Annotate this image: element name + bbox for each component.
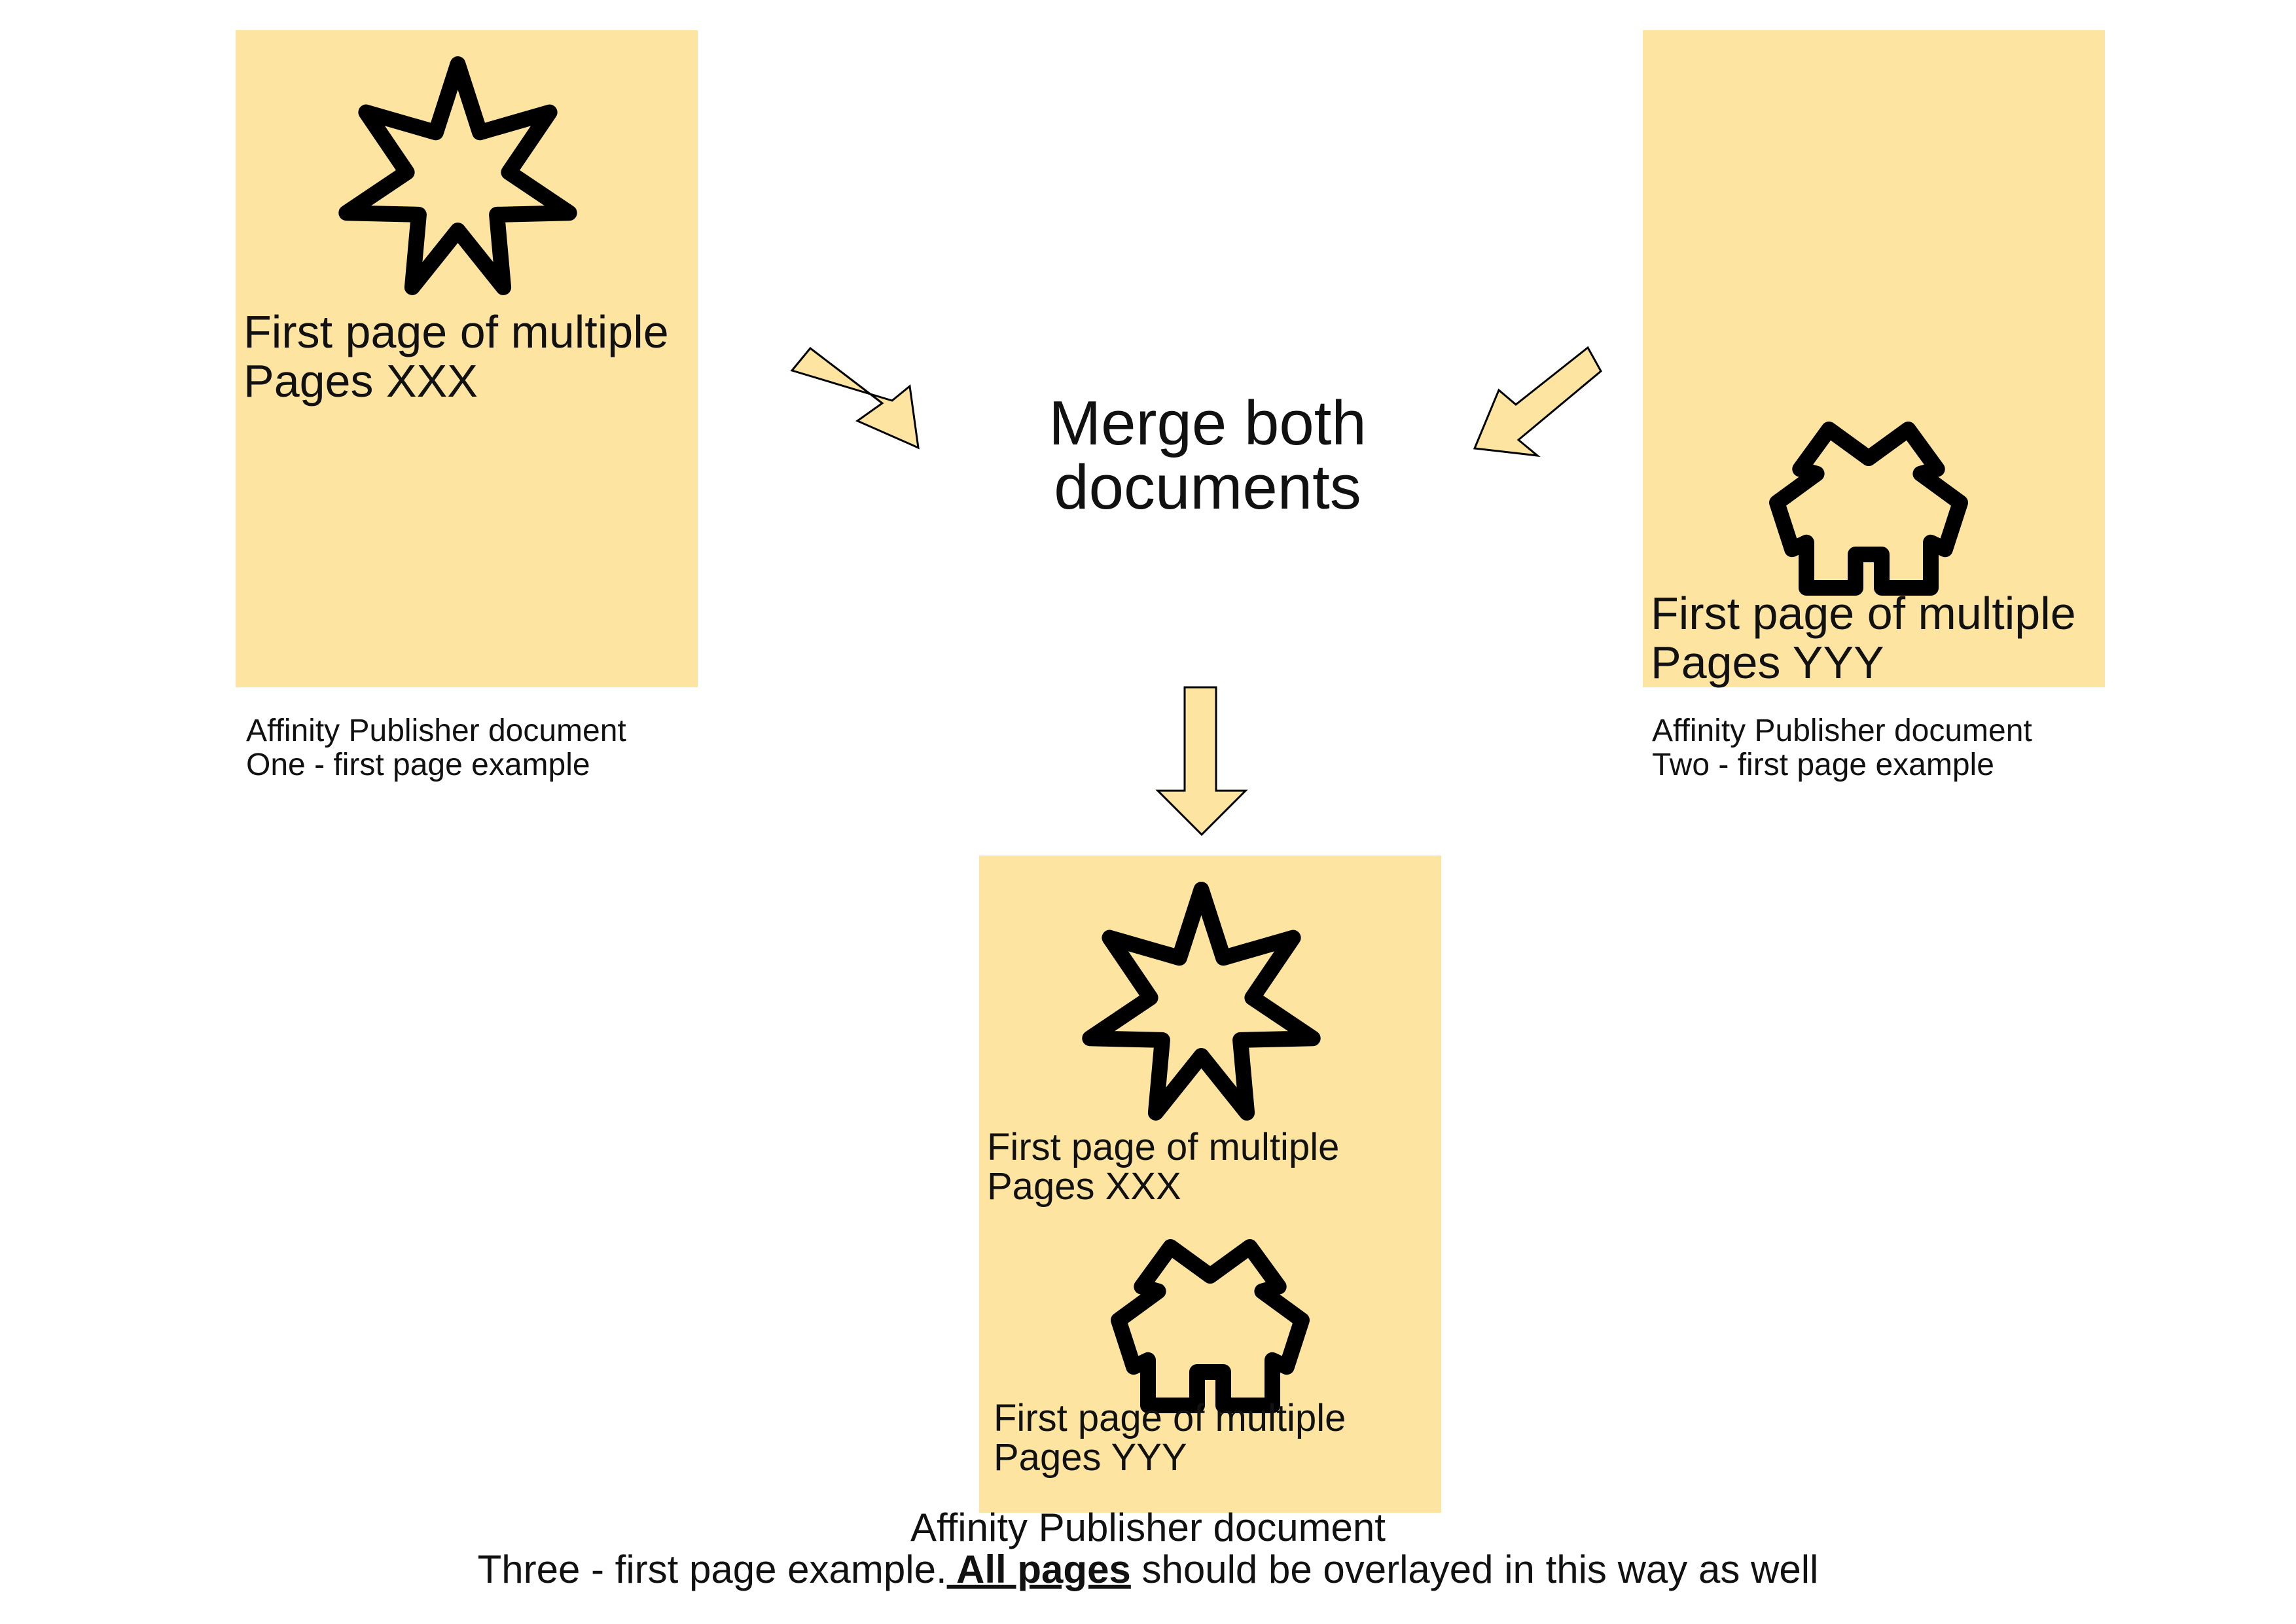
document-three-xxx-line1: First page of multiple bbox=[987, 1126, 1340, 1168]
document-one-page-text: First page of multiple Pages XXX bbox=[243, 308, 669, 406]
five-arm-cross-icon bbox=[1111, 1239, 1310, 1413]
five-arm-cross-icon bbox=[1769, 422, 1968, 596]
document-three-yyy-line1: First page of multiple bbox=[994, 1397, 1346, 1439]
arrow-left-down-icon bbox=[1473, 346, 1602, 458]
document-one-caption-line1: Affinity Publisher document bbox=[246, 713, 626, 748]
document-two-caption: Affinity Publisher document Two - first … bbox=[1652, 714, 2032, 782]
document-one-caption: Affinity Publisher document One - first … bbox=[246, 714, 626, 782]
document-two-page: First page of multiple Pages YYY bbox=[1643, 30, 2105, 687]
merge-title-line2: documents bbox=[1054, 452, 1361, 522]
document-two-caption-line2: Two - first page example bbox=[1652, 748, 1994, 782]
document-three-xxx-text: First page of multiple Pages XXX bbox=[987, 1128, 1339, 1206]
document-one-page: First page of multiple Pages XXX bbox=[236, 30, 698, 687]
document-three-yyy-line2: Pages YYY bbox=[994, 1436, 1187, 1479]
document-three-xxx-line2: Pages XXX bbox=[987, 1165, 1181, 1208]
document-three-caption-start: Three - first page example. bbox=[477, 1547, 947, 1591]
document-two-caption-line1: Affinity Publisher document bbox=[1652, 713, 2032, 748]
document-three-page: First page of multiple Pages XXX First p… bbox=[979, 856, 1441, 1513]
document-one-caption-line2: One - first page example bbox=[246, 748, 590, 782]
arrow-right-down-icon bbox=[790, 346, 920, 450]
document-three-caption-line2: Three - first page example. All pages sh… bbox=[0, 1549, 2296, 1591]
all-pages-emphasis: All pages bbox=[946, 1547, 1131, 1591]
seven-point-star-icon bbox=[1082, 882, 1321, 1121]
document-two-page-text: First page of multiple Pages YYY bbox=[1651, 589, 2076, 687]
document-three-caption-end: should be overlayed in this way as well bbox=[1130, 1547, 1819, 1591]
document-three-caption-title: Affinity Publisher document bbox=[910, 1506, 1386, 1549]
document-two-text-line2: Pages YYY bbox=[1651, 637, 1884, 688]
seven-point-star-icon bbox=[338, 56, 577, 295]
document-three-yyy-text: First page of multiple Pages YYY bbox=[994, 1399, 1346, 1477]
arrow-down-icon bbox=[1155, 686, 1248, 837]
document-three-caption-line1: Affinity Publisher document bbox=[0, 1507, 2296, 1549]
document-one-text-line2: Pages XXX bbox=[243, 355, 478, 406]
document-two-text-line1: First page of multiple bbox=[1651, 588, 2076, 639]
merge-title: Merge both documents bbox=[978, 391, 1437, 520]
merge-title-line1: Merge both bbox=[1049, 388, 1367, 458]
document-one-text-line1: First page of multiple bbox=[243, 306, 669, 357]
